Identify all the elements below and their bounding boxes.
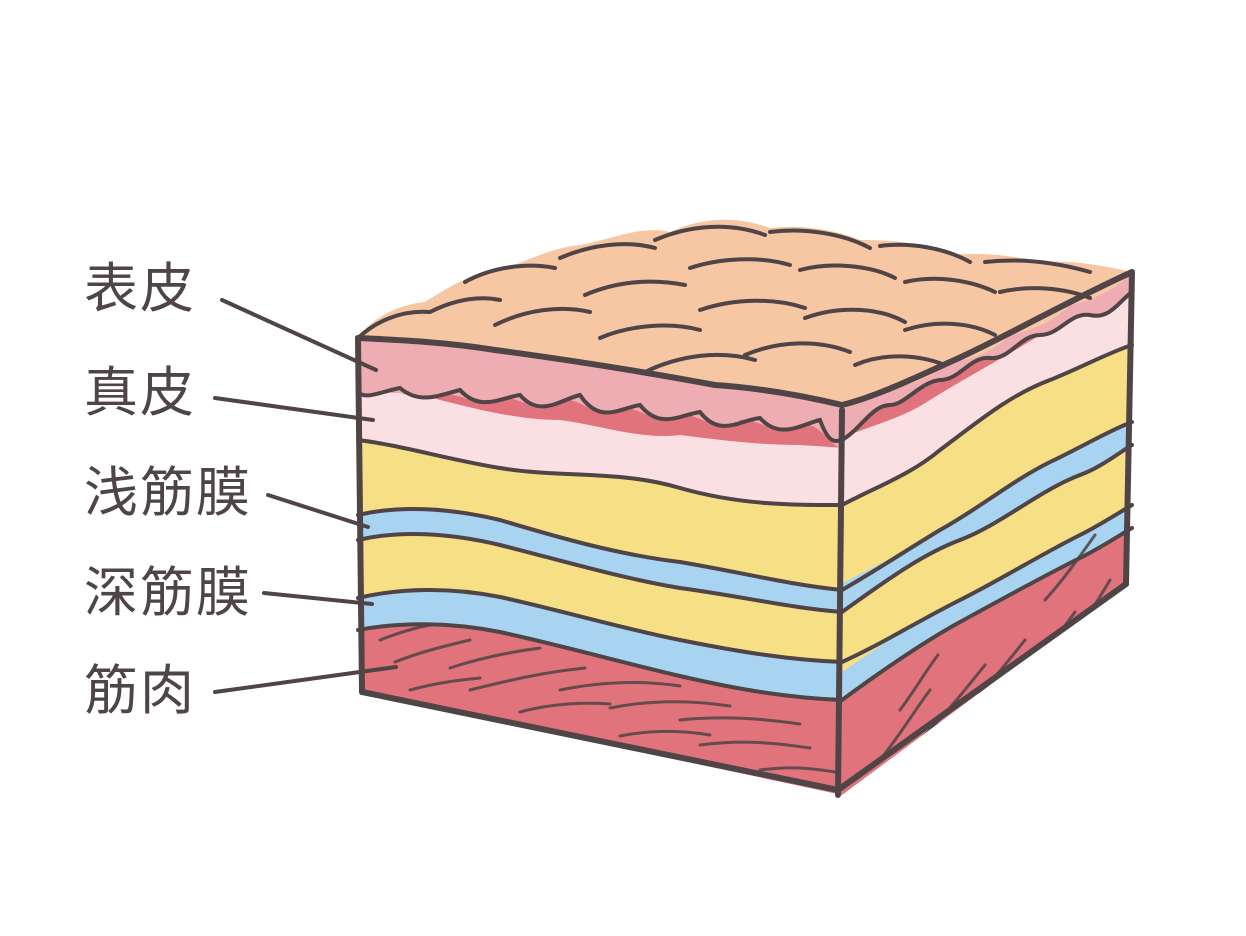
label-deep-fascia: 深筋膜 <box>84 561 252 624</box>
dermis-layer-side <box>842 292 1132 505</box>
leader-line-deep-fascia <box>262 591 374 606</box>
superficial-fat-layer-front <box>358 440 842 588</box>
superficial-fascia-layer-side <box>842 422 1132 612</box>
superficial-fat-layer-side <box>842 345 1132 588</box>
label-superficial-fascia: 浅筋膜 <box>84 461 252 524</box>
deep-fat-layer-side <box>842 445 1132 678</box>
leader-line-epidermis <box>220 298 378 372</box>
label-epidermis: 表皮 <box>84 257 196 320</box>
leader-line-dermis <box>213 396 375 422</box>
label-dermis: 真皮 <box>84 361 196 424</box>
label-muscle: 筋肉 <box>84 659 196 722</box>
deep-fascia-layer-front <box>358 589 842 700</box>
deep-fat-layer-front <box>358 524 842 678</box>
leader-line-superficial-fascia <box>266 493 370 529</box>
layer-boundaries <box>356 290 1134 703</box>
leader-line-muscle <box>213 665 398 694</box>
dermis-layer-front <box>358 385 842 505</box>
deep-fascia-layer-side <box>842 505 1132 702</box>
leader-lines <box>213 298 398 694</box>
superficial-fascia-layer-front <box>358 509 842 612</box>
block-outline <box>355 269 1135 798</box>
